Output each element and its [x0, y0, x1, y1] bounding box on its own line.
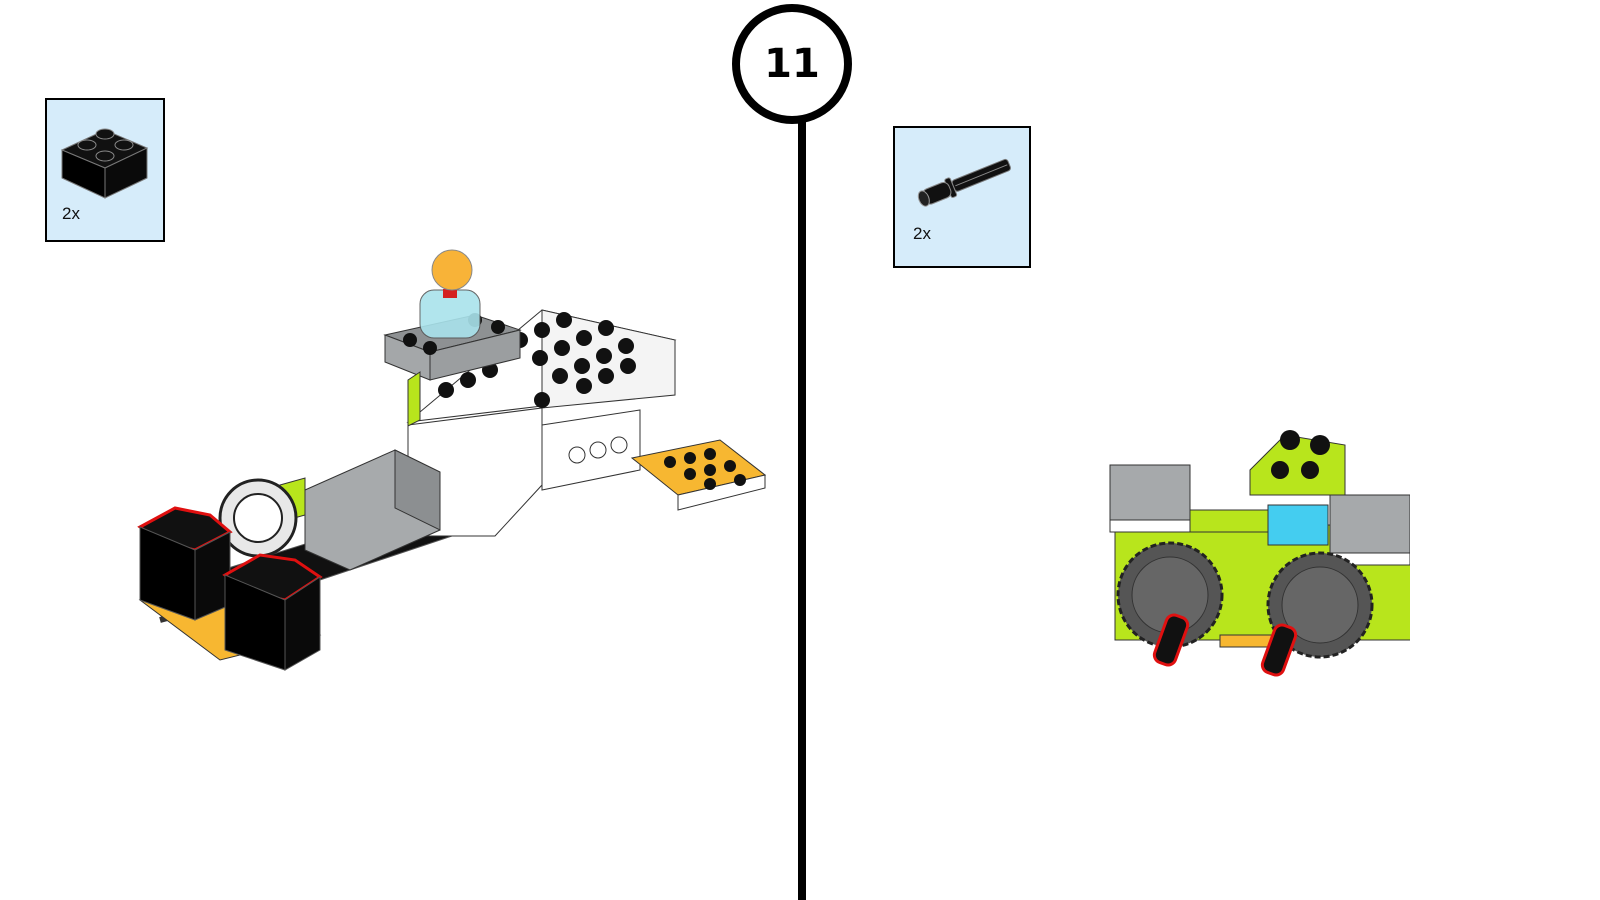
- assembly-illustration-left: [130, 240, 790, 690]
- axle-pin-b: [1260, 623, 1298, 677]
- axle-pin-a: [1152, 613, 1190, 667]
- gray-brick-right: [1329, 494, 1410, 554]
- quantity-label: 2x: [913, 224, 931, 243]
- gray-brick-left: [1109, 464, 1191, 521]
- assembly-left-drawing: [137, 249, 767, 671]
- panel-divider: [798, 122, 806, 900]
- axle-pin-icon: [917, 158, 1011, 207]
- assembly-right-drawing: [1109, 430, 1410, 677]
- light-bulb: [431, 249, 473, 291]
- new-brick-2x2-a: [137, 506, 233, 621]
- quantity-label: 2x: [62, 204, 80, 223]
- brick-2x2-icon: [60, 128, 149, 199]
- step-number-badge: 11: [732, 4, 852, 124]
- parts-callout-left: 2x: [45, 98, 165, 242]
- parts-callout-right: 2x: [893, 126, 1031, 268]
- step-number: 11: [764, 41, 820, 87]
- new-brick-2x2-b: [222, 553, 323, 671]
- assembly-illustration-right: [1080, 420, 1410, 700]
